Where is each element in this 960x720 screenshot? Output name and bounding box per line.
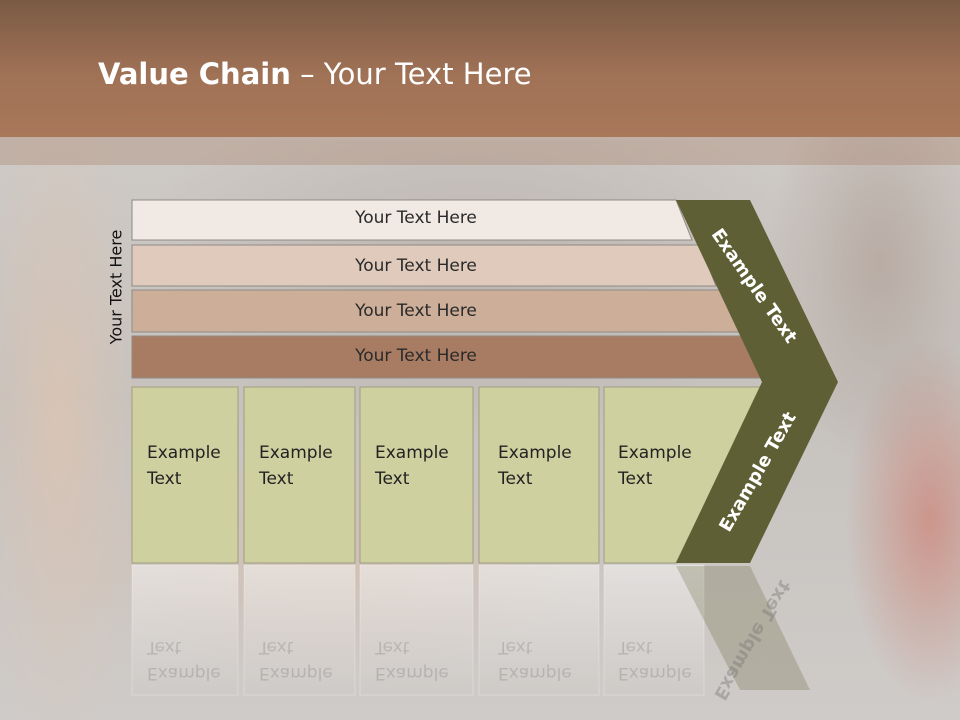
primary-box-1-line2: Text <box>147 469 182 489</box>
primary-box-4-reflection: Example Text <box>498 634 598 686</box>
primary-box-3-reflection-line1: Example <box>375 663 449 683</box>
header-band <box>0 137 960 165</box>
primary-box-2-reflection-line2: Text <box>259 637 294 657</box>
primary-box-5-reflection: Example Text <box>618 634 718 686</box>
support-bar-3-label: Your Text Here <box>355 301 477 321</box>
primary-box-2 <box>243 386 356 564</box>
primary-box-2-line2: Text <box>259 469 294 489</box>
side-label-text: Your Text Here <box>106 229 126 345</box>
primary-box-3-label: Example Text <box>375 440 475 492</box>
primary-box-5-line1: Example <box>618 443 692 463</box>
primary-box-4-reflection-line2: Text <box>498 637 533 657</box>
support-bar-1-label: Your Text Here <box>355 208 477 228</box>
box-reflection-3 <box>359 564 474 696</box>
primary-box-3-reflection: Example Text <box>375 634 475 686</box>
header-bar <box>0 0 960 137</box>
primary-box-4-label: Example Text <box>498 440 598 492</box>
title-rest: – Your Text Here <box>290 57 532 91</box>
primary-box-5-reflection-line1: Example <box>618 663 692 683</box>
title-bold: Value Chain <box>98 57 291 91</box>
primary-box-5-reflection-line2: Text <box>618 637 653 657</box>
support-bar-2 <box>131 244 717 287</box>
primary-box-2-reflection: Example Text <box>259 634 359 686</box>
primary-box-1-reflection-line2: Text <box>147 637 182 657</box>
primary-box-2-line1: Example <box>259 443 333 463</box>
box-reflection-4 <box>478 564 600 696</box>
support-bar-1 <box>131 199 693 241</box>
support-bar-2-label: Your Text Here <box>355 256 477 276</box>
primary-box-1-reflection: Example Text <box>147 634 247 686</box>
primary-box-3-reflection-line2: Text <box>375 637 410 657</box>
primary-box-2-label: Example Text <box>259 440 359 492</box>
primary-box-4 <box>478 386 600 564</box>
primary-box-3-line1: Example <box>375 443 449 463</box>
primary-box-1 <box>131 386 239 564</box>
primary-box-1-line1: Example <box>147 443 221 463</box>
box-reflection-1 <box>131 564 239 696</box>
slide-title: Value Chain – Your Text Here <box>98 54 532 94</box>
margin-chevron <box>676 200 838 563</box>
support-bar-4-label: Your Text Here <box>355 346 477 366</box>
primary-box-4-reflection-line1: Example <box>498 663 572 683</box>
box-reflection-5 <box>603 564 705 696</box>
primary-box-3 <box>359 386 474 564</box>
primary-box-5-line2: Text <box>618 469 653 489</box>
primary-box-1-reflection-line1: Example <box>147 663 221 683</box>
primary-box-1-label: Example Text <box>147 440 247 492</box>
primary-box-4-line1: Example <box>498 443 572 463</box>
primary-box-3-line2: Text <box>375 469 410 489</box>
primary-box-5-label: Example Text <box>618 440 718 492</box>
primary-box-2-reflection-line1: Example <box>259 663 333 683</box>
box-reflection-2 <box>243 564 356 696</box>
margin-chevron-reflection <box>676 566 810 690</box>
primary-box-4-line2: Text <box>498 469 533 489</box>
